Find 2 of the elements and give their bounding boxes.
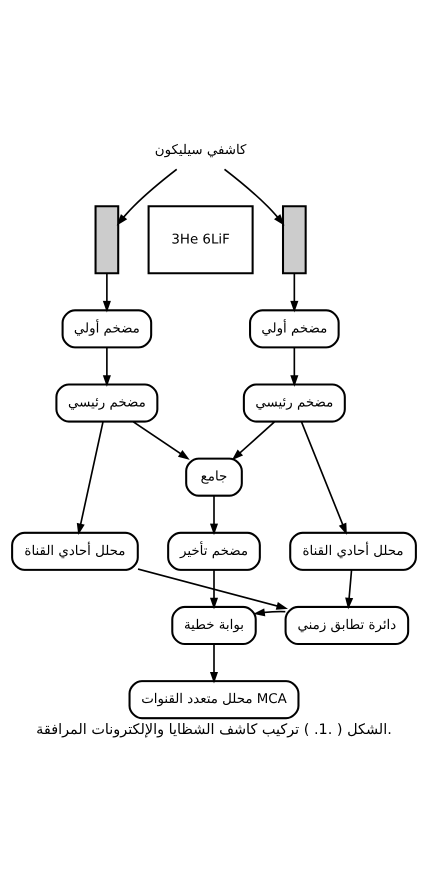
- node-text: كاشفي سيليكون: [154, 142, 246, 158]
- caption: الشكل ( .1. ) تركيب كاشف الشظايا والإلكترونات المرافقة.: [36, 721, 392, 738]
